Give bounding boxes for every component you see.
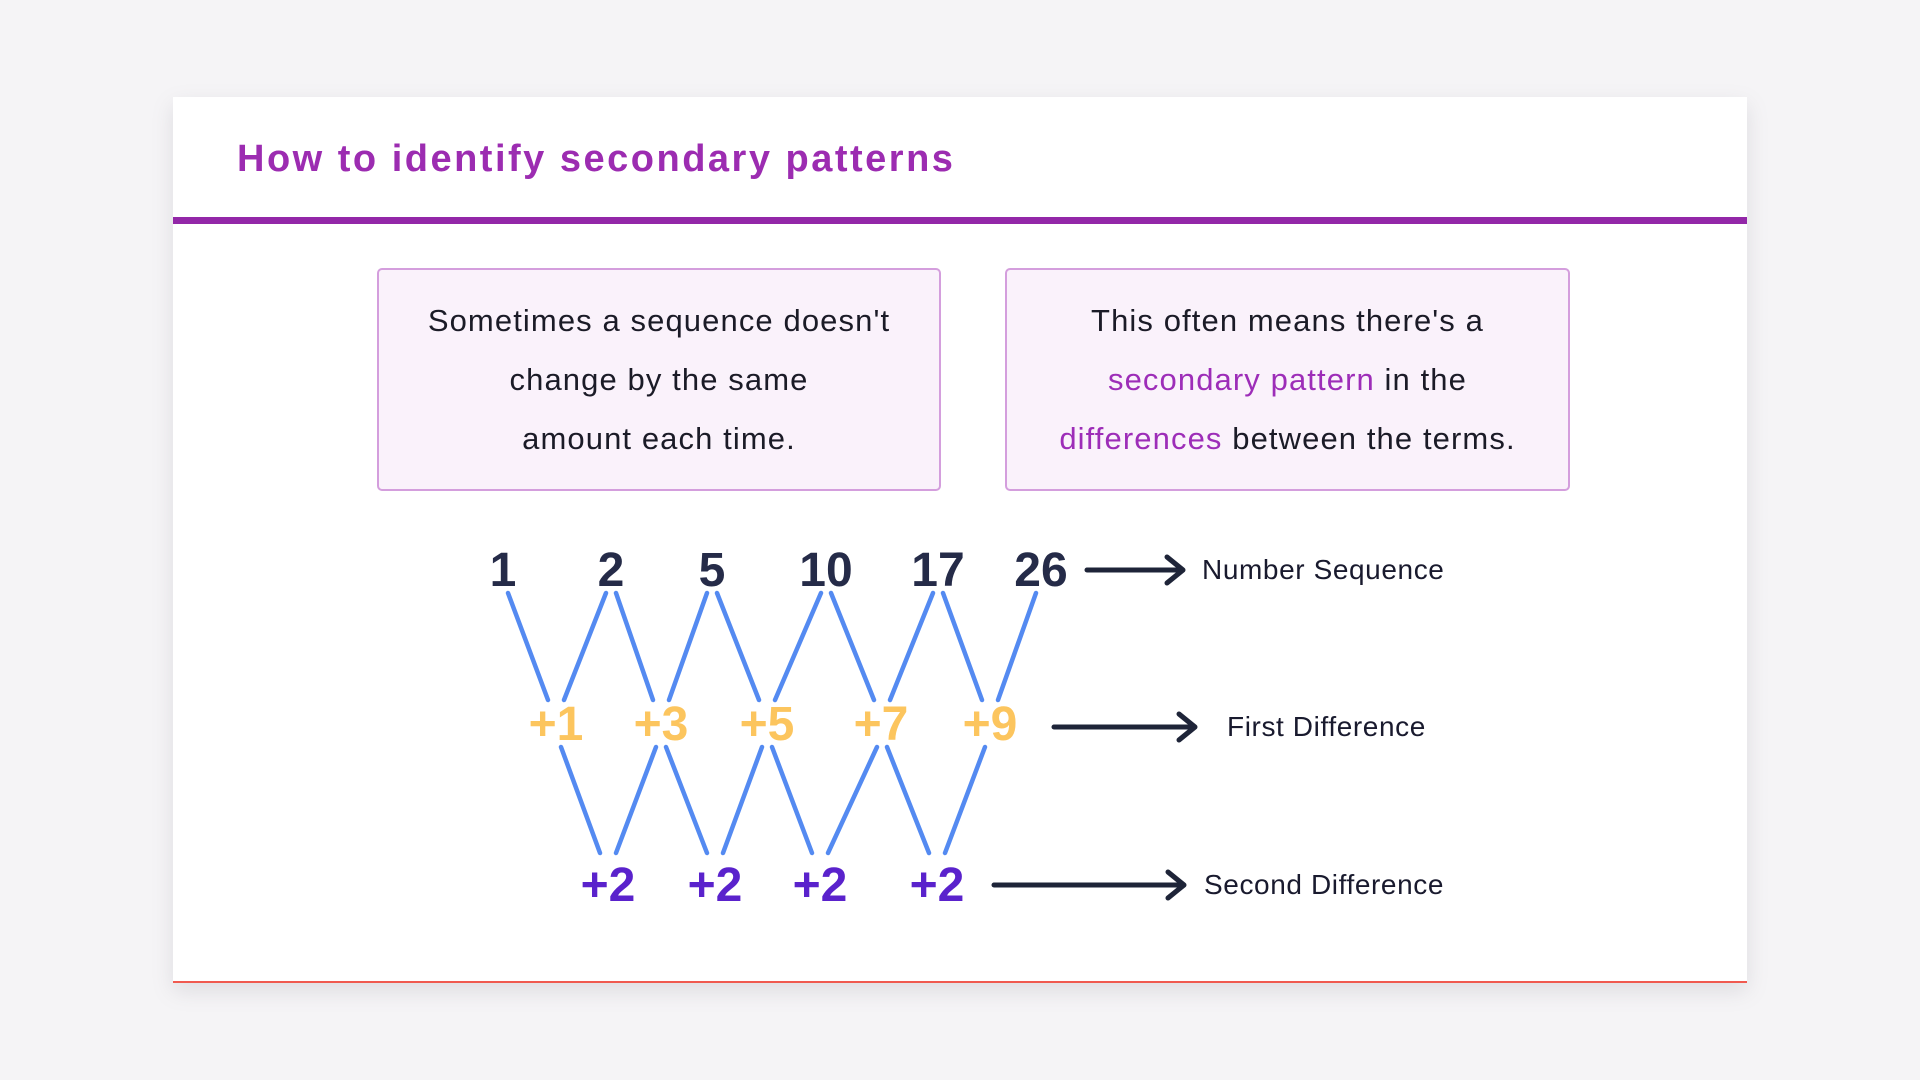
svg-text:+5: +5: [740, 698, 795, 751]
svg-text:26: 26: [1014, 544, 1067, 597]
svg-text:17: 17: [911, 544, 964, 597]
svg-text:+1: +1: [529, 698, 584, 751]
svg-text:Number Sequence: Number Sequence: [1202, 554, 1444, 585]
svg-text:+2: +2: [910, 859, 965, 912]
svg-text:+2: +2: [688, 859, 743, 912]
svg-text:+7: +7: [854, 698, 909, 751]
svg-text:+2: +2: [793, 859, 848, 912]
svg-text:10: 10: [799, 544, 852, 597]
svg-text:5: 5: [699, 544, 726, 597]
svg-text:Second Difference: Second Difference: [1204, 869, 1444, 900]
svg-text:1: 1: [490, 544, 517, 597]
svg-text:First Difference: First Difference: [1227, 711, 1426, 742]
svg-text:+3: +3: [634, 698, 689, 751]
svg-text:+9: +9: [963, 698, 1018, 751]
svg-text:+2: +2: [581, 859, 636, 912]
svg-text:2: 2: [598, 544, 625, 597]
